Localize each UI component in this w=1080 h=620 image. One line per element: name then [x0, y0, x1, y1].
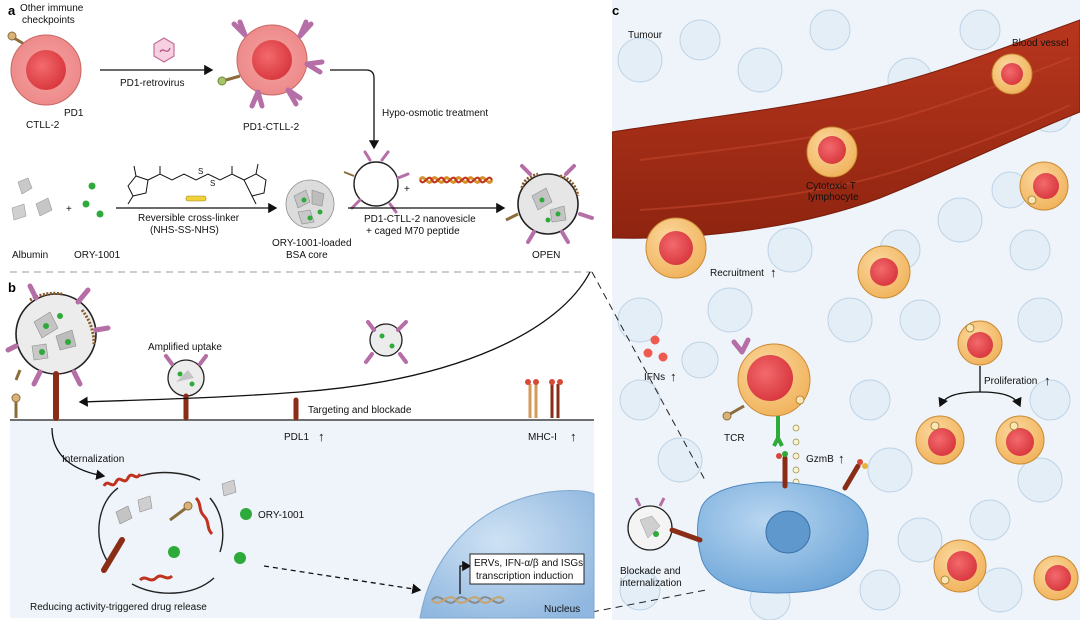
plus-1: + — [66, 204, 72, 215]
tcr-stalk — [772, 416, 784, 447]
t-cell-mid — [857, 245, 911, 299]
label-albumin: Albumin — [12, 250, 48, 261]
crosslinker-structure — [127, 163, 267, 205]
label-ifns: IFNs — [644, 372, 665, 383]
label-cytotoxic-2: lymphocyte — [808, 192, 859, 203]
caged-m70-peptide — [418, 176, 494, 184]
ifn-dots — [643, 335, 668, 362]
tumour-cell-target — [697, 451, 869, 594]
retrovirus-icon — [153, 37, 175, 63]
panel-c: Tumour Blood vessel Cytotoxic T lymphocy… — [611, 0, 1080, 620]
panel-letter-b: b — [8, 280, 16, 295]
label-pdl1: PDL1 — [284, 432, 309, 443]
t-cell-daughter-2 — [995, 415, 1045, 465]
label-ory1001-a: ORY-1001 — [74, 250, 121, 261]
mhc1-up-arrow: ↑ — [570, 429, 577, 444]
label-tcr: TCR — [724, 433, 745, 444]
svg-text:S: S — [198, 167, 203, 176]
label-other-checkpoints-1: Other immune — [20, 3, 84, 14]
t-cell-proliferating — [957, 320, 1003, 366]
label-blockade-1: Blockade and — [620, 566, 681, 577]
t-cell-cytotoxic — [806, 126, 858, 178]
label-pd1-ctll2: PD1-CTLL-2 — [243, 122, 300, 133]
pdl1-up-arrow: ↑ — [318, 429, 325, 444]
label-hypo-osmotic: Hypo-osmotic treatment — [382, 108, 488, 119]
label-proliferation: Proliferation — [984, 376, 1037, 387]
ctll2-cell — [7, 31, 82, 106]
nanoparticle-floating — [364, 320, 408, 364]
label-pd1-retrovirus: PD1-retrovirus — [120, 78, 184, 89]
nanovesicle-blockade — [627, 497, 703, 551]
t-cell-vessel-2 — [1019, 161, 1069, 211]
label-drug-release: Reducing activity-triggered drug release — [30, 602, 207, 613]
zoom-line-bottom — [591, 589, 707, 613]
label-bsa-core-2: BSA core — [286, 250, 328, 261]
panel-letter-a: a — [8, 3, 16, 18]
plus-2: + — [404, 184, 410, 195]
label-nanovesicle-2: + caged M70 peptide — [366, 226, 460, 237]
bsa-core — [285, 179, 335, 229]
zoom-line-top — [591, 271, 707, 483]
ory1001-dots — [82, 182, 104, 218]
svg-text:S: S — [210, 179, 215, 188]
label-blockade-2: internalization — [620, 578, 682, 589]
mhc1-receptors — [525, 379, 563, 418]
label-gzmb: GzmB — [806, 454, 834, 465]
t-cell-daughter-1 — [915, 415, 965, 465]
open-nanoparticle — [505, 164, 594, 244]
pd1-ctll2-cell — [217, 19, 325, 109]
albumin-molecules — [11, 177, 53, 221]
label-ctll2: CTLL-2 — [26, 120, 60, 131]
label-tumour: Tumour — [628, 30, 663, 41]
nanoparticle-bound — [164, 354, 208, 421]
t-cell-vessel-1 — [991, 53, 1033, 95]
label-internalization: Internalization — [62, 454, 124, 465]
label-pd1: PD1 — [64, 108, 84, 119]
t-cell-recruited — [645, 217, 707, 279]
t-cell-lower-1 — [933, 539, 987, 593]
label-blood-vessel: Blood vessel — [1012, 38, 1069, 49]
label-open: OPEN — [532, 250, 560, 261]
label-transcription-1: ERVs, IFN-α/β and ISGs — [474, 558, 583, 569]
label-amplified-uptake: Amplified uptake — [148, 342, 222, 353]
blood-vessel — [611, 19, 1080, 239]
label-recruitment: Recruitment — [710, 268, 764, 279]
label-transcription-2: transcription induction — [476, 571, 573, 582]
ifns-up-arrow: ↑ — [670, 369, 677, 384]
label-cytotoxic-1: Cytotoxic T — [806, 181, 856, 192]
recruitment-up-arrow: ↑ — [770, 265, 777, 280]
panel-b: Amplified uptake Targeting and blockade … — [5, 271, 595, 619]
gzmb-up-arrow: ↑ — [838, 451, 845, 466]
nanoparticle-large — [5, 283, 111, 421]
t-cell-activated — [722, 337, 811, 421]
transcription-box — [469, 553, 585, 585]
dna-helix — [431, 596, 505, 604]
label-ory1001-b: ORY-1001 — [258, 510, 305, 521]
receptor-left — [11, 393, 21, 418]
crosslinker-bar — [185, 195, 207, 202]
label-mhc1: MHC-I — [528, 432, 557, 443]
ory1001-legend-dot — [240, 508, 252, 520]
nanovesicle — [343, 150, 410, 214]
panel-a: Other immune checkpoints PD1 CTLL-2 PD1-… — [7, 3, 594, 261]
proliferation-up-arrow: ↑ — [1044, 373, 1051, 388]
t-cell-lower-2 — [1033, 555, 1079, 601]
label-bsa-core-1: ORY-1001-loaded — [272, 238, 352, 249]
label-nanovesicle-1: PD1-CTLL-2 nanovesicle — [364, 214, 476, 225]
label-crosslinker-2: (NHS-SS-NHS) — [150, 225, 219, 236]
panel-letter-c: c — [612, 3, 619, 18]
label-nucleus: Nucleus — [544, 604, 580, 615]
label-crosslinker-1: Reversible cross-linker — [138, 213, 240, 224]
label-other-checkpoints-2: checkpoints — [22, 15, 75, 26]
label-targeting: Targeting and blockade — [308, 405, 412, 416]
endosome-release — [98, 471, 246, 594]
